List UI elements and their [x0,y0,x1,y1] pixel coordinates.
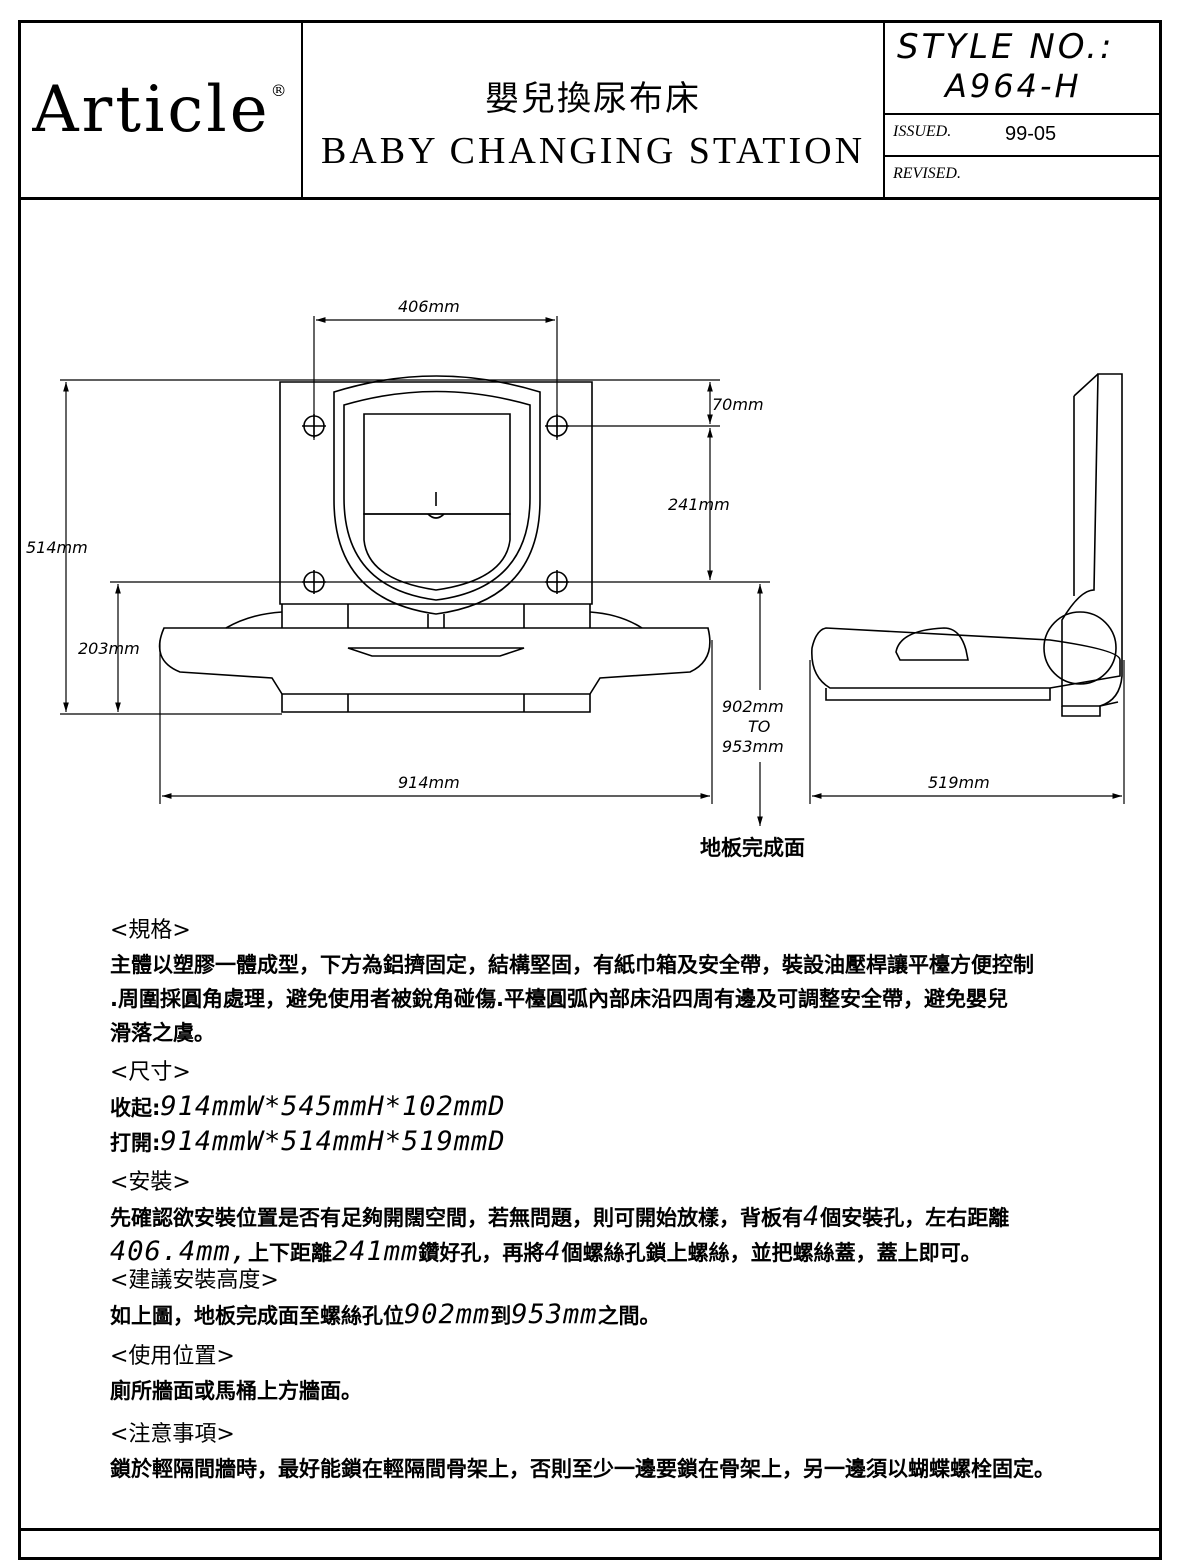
section-location: <使用位置> 廁所牆面或馬桶上方牆面。 [110,1340,1140,1408]
size-open: 打開:914mmW*514mmH*519mmD [110,1126,506,1157]
section-install: <安裝> 先確認欲安裝位置是否有足夠開闊空間，若無問題，則可開始放樣，背板有4個… [110,1166,1140,1270]
dim-top-width: 406mm [398,297,460,316]
install-line-1: 先確認欲安裝位置是否有足夠開闊空間，若無問題，則可開始放樣，背板有4個安裝孔，左… [110,1201,1010,1232]
install-line-2: 406.4mm,上下距離241mm鑽好孔，再將4個螺絲孔鎖上螺絲，並把螺絲蓋，蓋… [110,1236,982,1267]
height-line: 如上圖，地板完成面至螺絲孔位902mm到953mm之間。 [110,1299,661,1330]
section-heading: <注意事項> [110,1422,235,1447]
dim-floor-to: TO [748,717,770,736]
issued-box: ISSUED. 99-05 [885,115,1159,157]
style-number-box: STYLE NO.: A964-H [885,23,1159,115]
side-view [1061,373,1123,707]
spec-line: 主體以塑膠一體成型，下方為鋁擠固定，結構堅固，有紙巾箱及安全帶，裝設油壓桿讓平檯… [110,953,1034,977]
section-heading: <建議安裝高度> [110,1268,279,1293]
section-heading: <規格> [110,918,191,943]
dim-depth: 519mm [928,773,990,792]
style-label: STYLE NO.: [897,27,1115,67]
issued-value: 99-05 [1005,123,1057,145]
notes-line: 鎖於輕隔間牆時，最好能鎖在輕隔間骨架上，否則至少一邊要鎖在骨架上，另一邊須以蝴蝶… [110,1457,1055,1481]
back-plate [279,381,593,605]
floor-label: 地板完成面 [700,836,805,860]
meta-cell: STYLE NO.: A964-H ISSUED. 99-05 REVISED. [885,23,1159,197]
issued-label: ISSUED. [893,123,952,140]
brand-logo: Article® [32,73,290,147]
logo-cell: Article® [21,23,303,197]
title-block: Article® 嬰兒換尿布床 BABY CHANGING STATION ST… [18,20,1162,200]
dim-total-height: 514mm [26,538,88,557]
revised-box: REVISED. [885,157,1159,197]
title-chinese: 嬰兒換尿布床 [485,79,701,119]
dim-hole-spacing: 241mm [668,495,730,514]
spec-line: 滑落之虞。 [110,1021,215,1045]
location-line: 廁所牆面或馬桶上方牆面。 [110,1379,362,1403]
section-heading: <使用位置> [110,1344,235,1369]
section-spec: <規格> 主體以塑膠一體成型，下方為鋁擠固定，結構堅固，有紙巾箱及安全帶，裝設油… [110,914,1140,1050]
spec-line: .周圍採圓角處理，避免使用者被銳角碰傷.平檯圓弧內部床沿四周有邊及可調整安全帶，… [110,987,1008,1011]
section-size: <尺寸> 收起:914mmW*545mmH*102mmD 打開:914mmW*5… [110,1056,1140,1160]
style-value: A964-H [945,67,1082,105]
revised-label: REVISED. [893,165,961,182]
dim-floor-a: 902mm [722,697,784,716]
section-notes: <注意事項> 鎖於輕隔間牆時，最好能鎖在輕隔間骨架上，否則至少一邊要鎖在骨架上，… [110,1418,1140,1486]
footer-rule [18,1528,1162,1531]
section-heading: <尺寸> [110,1060,191,1085]
size-folded: 收起:914mmW*545mmH*102mmD [110,1091,506,1122]
tissue-box [363,413,511,515]
title-english: BABY CHANGING STATION [320,130,866,172]
section-heading: <安裝> [110,1170,191,1195]
dim-total-width: 914mm [398,773,460,792]
dim-top-offset: 70mm [712,395,764,414]
technical-drawing: 406mm 70mm 241mm 514mm 203mm 902mm TO 95… [26,297,1125,826]
section-height: <建議安裝高度> 如上圖，地板完成面至螺絲孔位902mm到953mm之間。 [110,1264,1140,1333]
dim-bottom-height: 203mm [78,639,140,658]
title-cell: 嬰兒換尿布床 BABY CHANGING STATION [303,23,885,197]
dim-floor-b: 953mm [722,737,784,756]
changing-table [158,627,711,695]
frame-arch [333,375,541,615]
